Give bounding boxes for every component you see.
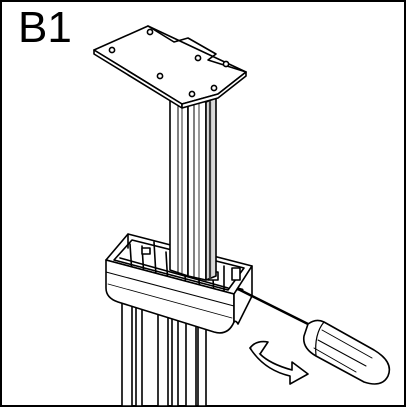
telescopic-column-icon (169, 85, 217, 281)
screwdriver-icon (236, 287, 391, 385)
rotation-arrow-icon (249, 340, 309, 385)
step-label: B1 (18, 3, 72, 52)
mounting-plate-icon (93, 25, 247, 109)
